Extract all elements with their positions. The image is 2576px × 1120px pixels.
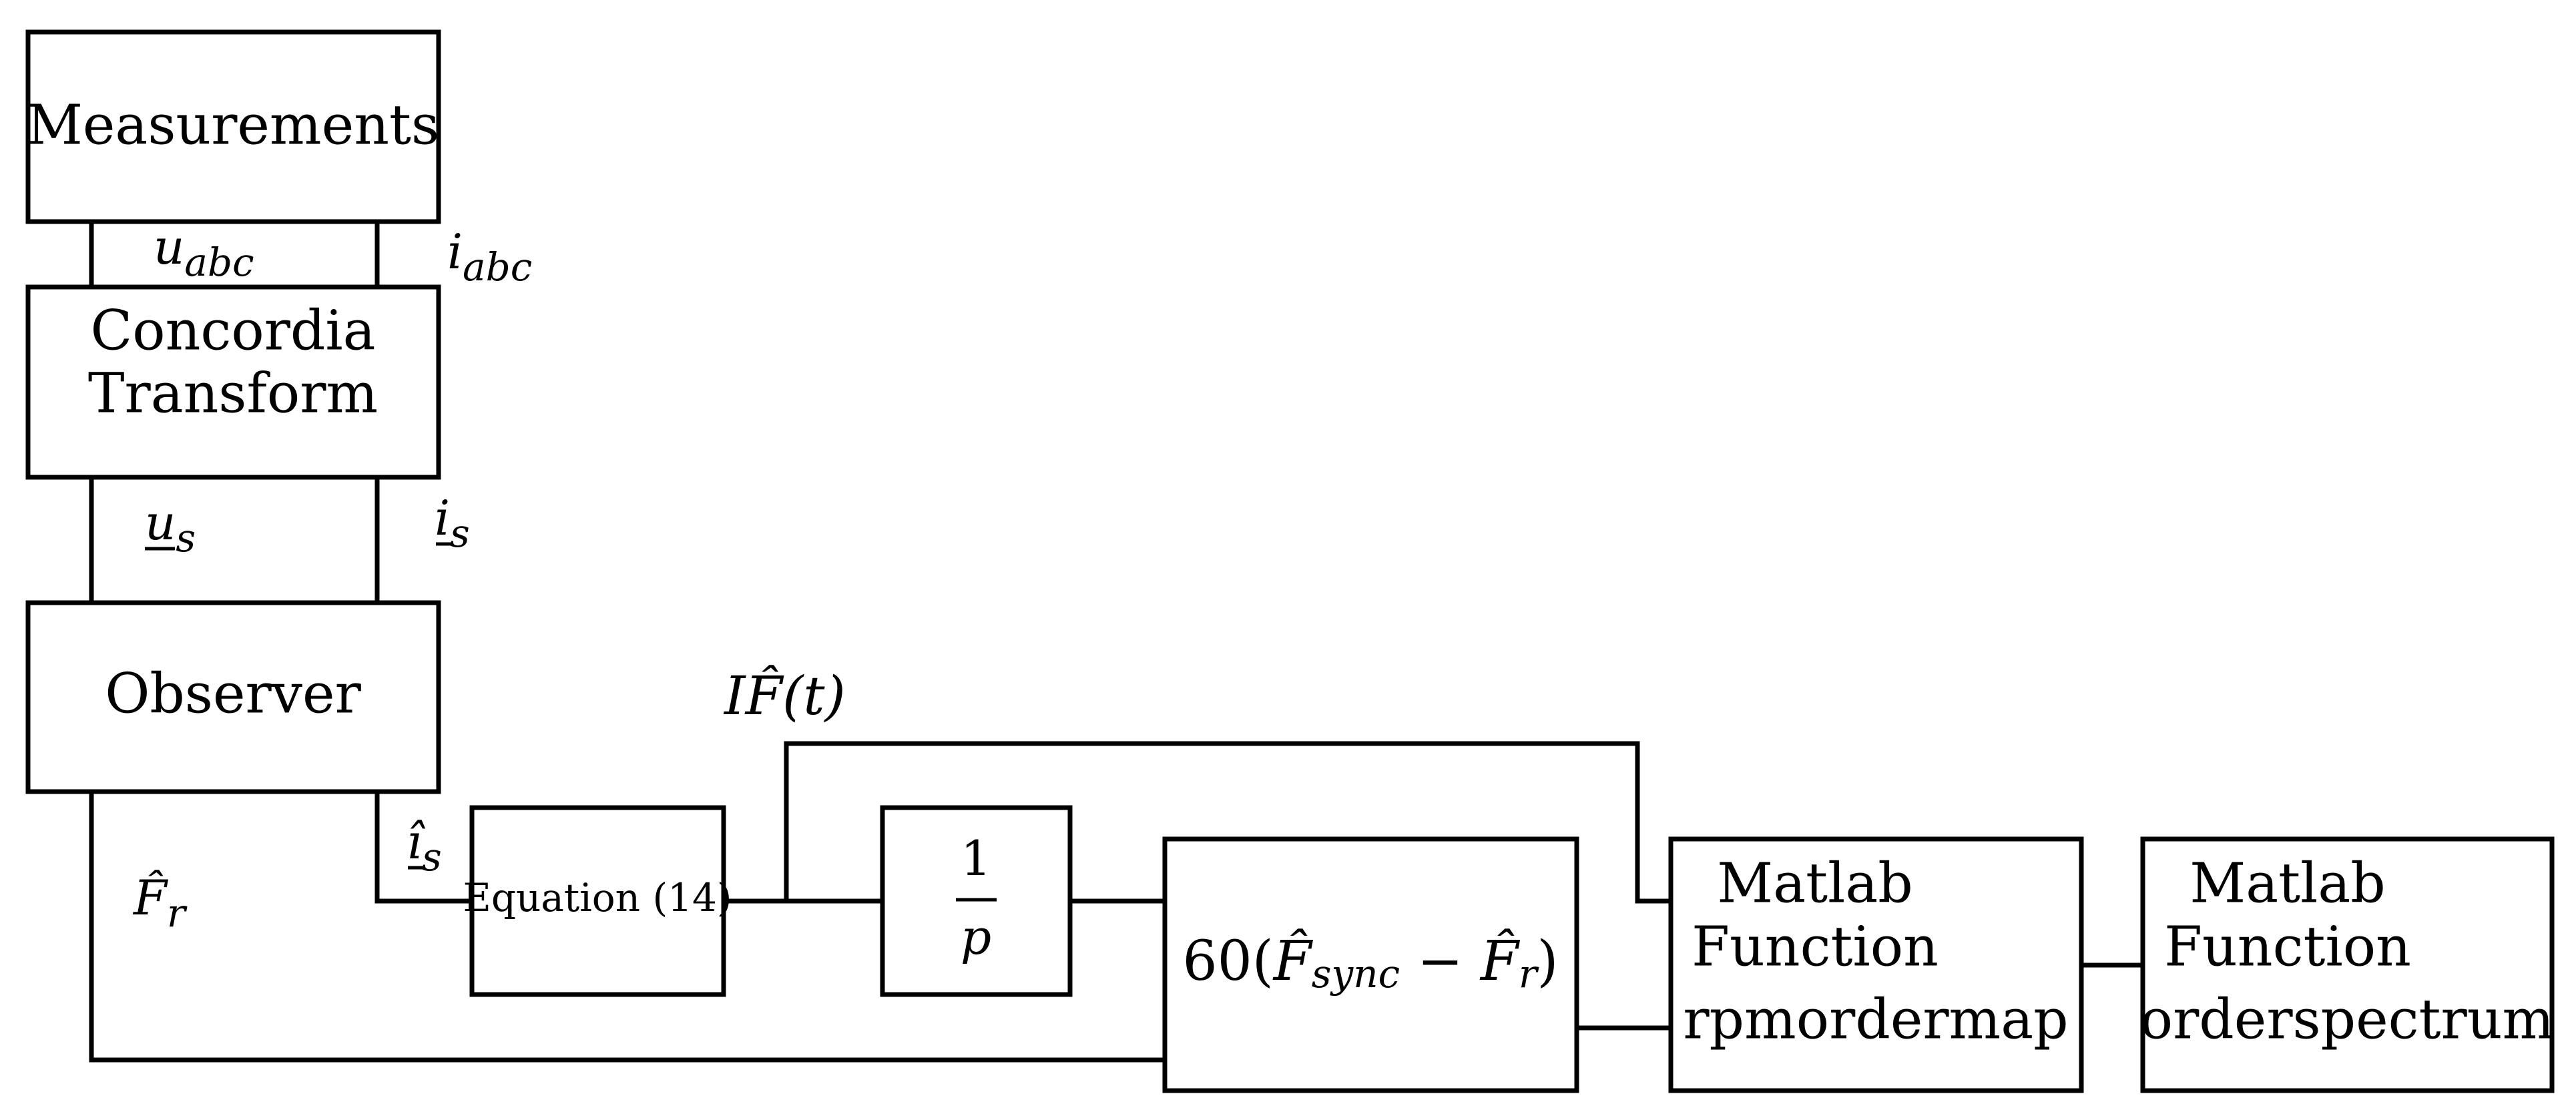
- f-r-main: F̂: [132, 869, 169, 926]
- rpm-label-line3: rpmordermap: [1683, 989, 2068, 1052]
- i-s-subscript: s: [450, 511, 470, 556]
- speed-f-r: F̂: [1479, 928, 1521, 993]
- concordia-transform-block: Concordia Transform: [25, 284, 441, 480]
- svg-text:us: us: [145, 495, 196, 561]
- rpm-label-line1: Matlab: [1717, 852, 1912, 916]
- f-r-subscript: r: [167, 890, 188, 936]
- reciprocal-numerator: 1: [961, 830, 991, 886]
- reciprocal-p-block: 1 p: [880, 805, 1073, 997]
- signal-i-abc: iabc: [447, 224, 532, 290]
- spec-label-line2: Function: [2164, 916, 2411, 979]
- wire-i-s-hat: [374, 789, 475, 904]
- measurements-label: Measurements: [27, 94, 439, 158]
- signal-u-abc: uabc: [154, 219, 254, 285]
- u-s-main: u: [145, 495, 176, 551]
- signal-f-r: F̂r: [132, 869, 188, 936]
- wires: [89, 219, 2145, 1063]
- speed-minus: −: [1400, 930, 1481, 993]
- observer-block: Observer: [25, 600, 441, 794]
- equation-14-label: Equation (14): [463, 875, 732, 920]
- rpmordermap-block: Matlab Function rpmordermap: [1668, 836, 2084, 1093]
- rpm-label-line2: Function: [1692, 916, 1939, 979]
- reciprocal-denominator: p: [961, 909, 991, 965]
- orderspectrum-block: Matlab Function orderspectrum: [2140, 836, 2555, 1093]
- speed-r-subscript: r: [1519, 951, 1539, 997]
- svg-text:is: is: [435, 490, 470, 556]
- u-abc-main: u: [154, 219, 184, 275]
- u-abc-subscript: abc: [184, 240, 254, 285]
- concordia-label-line1: Concordia: [90, 300, 375, 363]
- speed-sync-subscript: sync: [1312, 951, 1400, 997]
- signal-i-s: is: [435, 490, 470, 556]
- spec-label-line3: orderspectrum: [2140, 989, 2555, 1052]
- speed-suffix: ): [1537, 930, 1559, 993]
- i-s-hat-subscript: s: [422, 834, 442, 880]
- observer-label: Observer: [105, 663, 361, 726]
- measurements-block: Measurements: [25, 29, 441, 224]
- speed-prefix: 60(: [1182, 930, 1273, 993]
- spec-label-line1: Matlab: [2189, 852, 2385, 916]
- concordia-label-line2: Transform: [88, 362, 378, 426]
- signal-if-t: IF̂(t): [723, 663, 846, 727]
- wire-f-r: [89, 789, 1168, 1063]
- signal-u-s: us: [145, 495, 196, 561]
- equation-14-block: Equation (14): [463, 805, 732, 997]
- u-s-subscript: s: [176, 515, 196, 561]
- speed-block: 60(F̂sync − F̂r): [1162, 836, 1579, 1093]
- i-abc-main: i: [447, 224, 463, 280]
- speed-f-sync: F̂: [1272, 928, 1314, 993]
- wire-if-branch: [784, 741, 1673, 904]
- svg-text:îs: îs: [407, 814, 442, 880]
- i-abc-subscript: abc: [463, 244, 532, 290]
- signal-i-s-hat: îs: [407, 814, 442, 880]
- i-s-main: i: [435, 490, 450, 546]
- speed-formula: 60(F̂sync − F̂r): [1182, 928, 1558, 997]
